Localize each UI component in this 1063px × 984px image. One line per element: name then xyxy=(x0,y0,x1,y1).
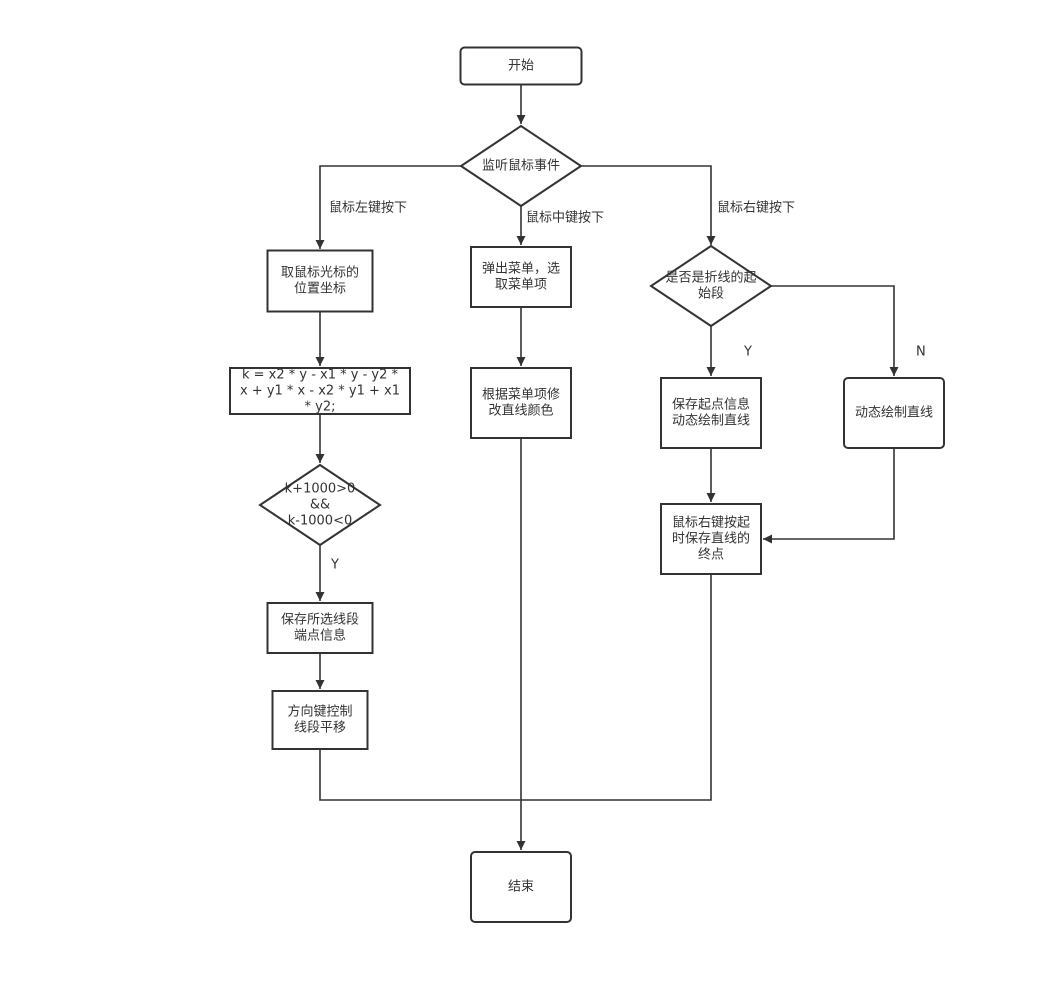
node-text-line: 弹出菜单，选 xyxy=(482,262,560,277)
node-start: 开始 xyxy=(459,46,583,86)
process-shape xyxy=(229,367,411,415)
node-text-line: 端点信息 xyxy=(294,628,346,644)
node-text-line: 是否是折线的起 xyxy=(665,270,756,286)
edge-isstart-dyndraw xyxy=(771,285,899,376)
node-text-line: 动态绘制直线 xyxy=(672,414,750,429)
edge-label-no-start: N xyxy=(916,345,926,360)
node-text-line: 始段 xyxy=(698,287,724,302)
node-text-line: 终点 xyxy=(698,547,724,563)
decision-shape xyxy=(459,124,583,208)
node-dyn-draw: 动态绘制直线 xyxy=(843,377,945,449)
node-text-line: 根据菜单项修 xyxy=(482,388,560,403)
node-text-line: k+1000>0 xyxy=(285,482,356,497)
decision-shape xyxy=(258,463,382,547)
edge-arrowmove-join xyxy=(319,749,521,801)
terminal-shape xyxy=(459,46,583,86)
edge-label-yes-k: Y xyxy=(330,558,339,573)
edge-label-yes-start: Y xyxy=(743,345,752,360)
node-listen: 监听鼠标事件 xyxy=(459,124,583,208)
node-end: 结束 xyxy=(470,851,572,923)
node-text-line: k = x2 * y - x1 * y - y2 * xyxy=(242,368,399,383)
terminal-shape xyxy=(843,377,945,449)
process-shape xyxy=(660,503,762,575)
edge-listen-isstart xyxy=(581,165,716,245)
node-text-line: 监听鼠标事件 xyxy=(482,159,560,174)
node-text-line: 取菜单项 xyxy=(495,278,547,293)
edge-dyndraw-saveend xyxy=(763,448,895,544)
node-text-line: 改直线颜色 xyxy=(488,403,553,419)
node-text-line: 位置坐标 xyxy=(294,282,346,297)
node-text-line: 线段平移 xyxy=(294,721,346,736)
edge-saveend-join xyxy=(521,574,712,801)
process-shape xyxy=(470,246,572,308)
node-text-line: 时保存直线的 xyxy=(672,531,750,547)
process-shape xyxy=(266,602,374,654)
node-text-line: 结束 xyxy=(508,880,534,895)
node-text-line: x + y1 * x - x2 * y1 + x1 xyxy=(240,384,400,399)
terminal-shape xyxy=(470,851,572,923)
node-text-line: 保存所选线段 xyxy=(281,613,359,628)
process-shape xyxy=(470,367,572,439)
process-shape xyxy=(266,249,374,313)
process-shape xyxy=(660,377,762,449)
edge-label-right-press: 鼠标右键按下 xyxy=(717,201,795,216)
node-check-k: k+1000>0&&k-1000<0 xyxy=(258,463,382,547)
node-calc-k: k = x2 * y - x1 * y - y2 *x + y1 * x - x… xyxy=(229,367,411,415)
process-shape xyxy=(271,690,369,750)
edge-listen-getpos xyxy=(315,165,461,249)
node-text-line: k-1000<0 xyxy=(288,514,352,529)
node-text-line: * y2; xyxy=(305,400,336,415)
edge-label-left-press: 鼠标左键按下 xyxy=(329,201,407,216)
node-text-line: 动态绘制直线 xyxy=(855,406,933,421)
node-text-line: 鼠标右键按起 xyxy=(672,516,750,531)
decision-shape xyxy=(649,244,773,328)
edge-label-mid-press: 鼠标中键按下 xyxy=(526,211,604,226)
node-text-line: && xyxy=(310,498,330,513)
node-text-line: 开始 xyxy=(508,59,534,74)
node-text-line: 方向键控制 xyxy=(287,704,352,720)
node-text-line: 取鼠标光标的 xyxy=(281,265,359,281)
node-text-line: 保存起点信息 xyxy=(672,397,750,413)
